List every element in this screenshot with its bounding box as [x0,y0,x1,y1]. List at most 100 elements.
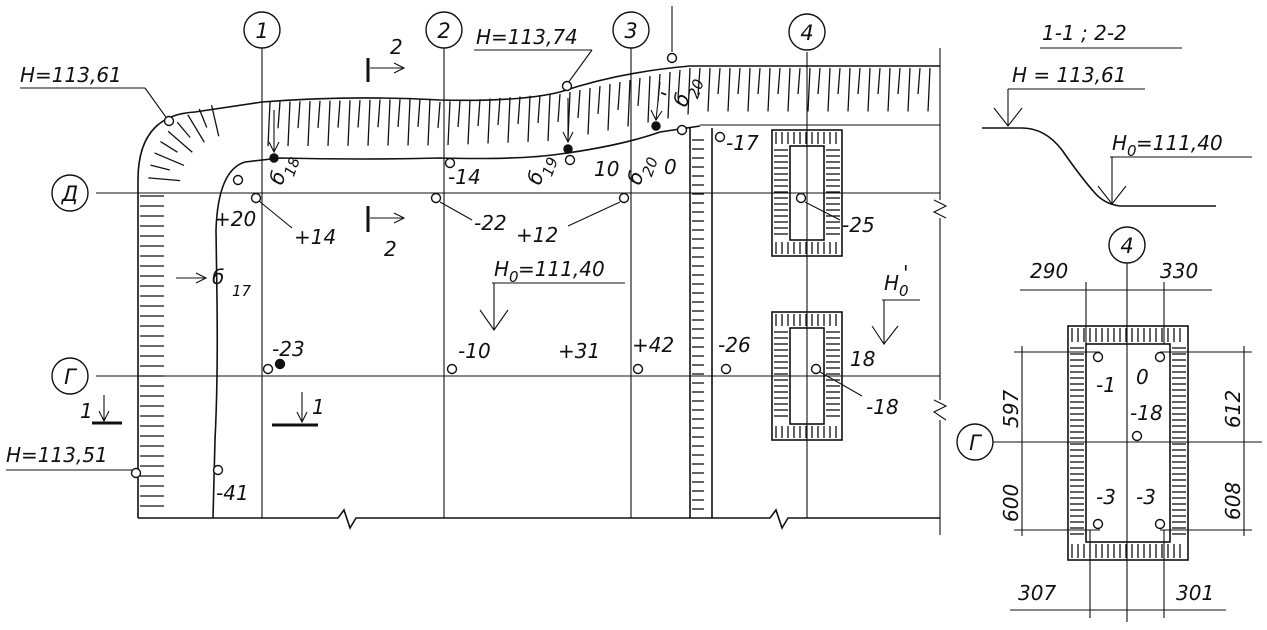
detail-axis-label-4: 4 [1120,234,1133,258]
point-d18 [269,153,279,163]
slope-hatch-line [497,97,501,126]
point-0 [676,124,688,136]
slope-hatch-line [317,100,321,128]
point-minus41 [212,464,224,476]
slope-hatch-line [717,67,721,95]
leader-plus14 [258,200,293,229]
thickness-d18-sub: 18 [280,155,303,179]
slope-hatch-line [847,67,851,112]
point-h-top-left [163,115,175,127]
axis-label-1: 1 [255,19,268,43]
section-h0-value: =111,40 [1136,131,1223,155]
deviation-0: 0 [664,155,677,179]
section-h0-h: H [1112,131,1127,155]
slope-hatch-line [337,100,341,128]
point-d20b [651,121,661,131]
thickness-d19-sub: 19 [538,155,561,179]
slope-hatch-line [747,67,751,112]
deviation-minus22: -22 [474,211,507,235]
point-10 [564,154,576,166]
section-1-right-label: 1 [312,395,325,419]
leader-minus18 [819,371,863,397]
leader-h-top-left [144,87,169,121]
thickness-d17-sub: 17 [232,282,252,300]
elevation-h-top-left: H=113,61 [20,63,122,87]
detail-dim-612: 612 [1221,390,1245,428]
detail-dev-minus18: -18 [1130,401,1163,425]
slope-hatch-line [367,99,371,146]
point-d19 [563,144,573,154]
axis-bubbles: 1 2 3 4 Д Г [51,11,826,395]
pit-lower-hatch [774,314,840,438]
axis-bubble-d [51,174,89,212]
slope-hatch-line [797,67,801,95]
slope-hatch-line [757,67,761,95]
trench-between-3-4 [689,128,713,518]
deviation-minus17: -17 [726,131,759,155]
deviation-minus14: -14 [448,165,481,189]
point-plus14 [250,192,262,204]
detail-point-bottom-left [1092,518,1104,530]
elevation-callouts: H=113,61 H=113,74 H=113,51 H 0 =111,40 H… [6,25,920,479]
slope-hatch-line [377,99,381,128]
arrow-h0-right [871,300,899,345]
slope-hatch-line [547,94,551,142]
thickness-markers: б 18 б 19 б 20 б ' 20 б 17 [176,6,708,300]
slope-hatch-line [667,71,671,119]
slope-hatch-line [357,99,361,128]
detail-point-bottom-right [1154,518,1166,530]
slope-hatch-line [437,101,441,129]
elevation-h0-right-h: H [884,271,899,295]
slope-hatch-line [387,99,391,146]
section-2-top-label: 2 [390,35,403,59]
slope-hatch-line [777,67,781,95]
detail-point-top-left [1092,351,1104,363]
slope-hatch-line [917,67,921,95]
slope-hatch-line [637,77,641,106]
pit-detail: 4 Г 290 330 307 301 597 600 [956,226,1262,622]
slope-hatch-line [707,67,711,112]
slope-hatch-line [577,89,581,118]
slope-hatch-line [727,67,731,112]
slope-hatch-line [817,67,821,95]
point-18 [810,363,822,375]
slope-hatch-line [176,121,191,138]
point-d20b-top [666,52,678,64]
slope-hatch-top [148,67,931,182]
axis-label-g: Г [64,365,78,389]
axis-bubble-3 [612,11,650,49]
detail-pit-outer [1067,325,1189,561]
slope-hatch-line [287,101,291,147]
section-1-right-arrow [296,392,308,424]
slope-hatch-line [897,67,901,95]
arrow-d17 [176,272,208,284]
slope-hatch-line [148,177,181,182]
leader-h-top-mid [567,49,593,84]
trench-hatch [692,139,704,510]
axis-label-d: Д [61,182,78,206]
slope-hatch-line [557,93,561,122]
bottom-edge [138,508,940,530]
slope-hatch-line [487,98,491,144]
section-profile [982,127,1216,207]
detail-dim-608: 608 [1221,482,1245,520]
slope-hatch-line [537,94,541,123]
deviation-10: 10 [594,157,619,181]
deviation-plus31: +31 [558,339,600,363]
detail-point-center [1131,430,1143,442]
slope-hatch-line [527,95,531,142]
section-h0-arrow [1097,157,1127,205]
detail-dev-minus3-left: -3 [1096,485,1116,509]
section-marks: 2 2 1 1 [80,35,406,427]
arrow-h0-mid [479,283,509,331]
slope-hatch-line [307,101,311,147]
section-2-top-arrow [370,62,406,74]
deviation-minus41: -41 [216,481,249,505]
thickness-d20b-sub: 20 [684,77,707,101]
detail-dim-307: 307 [1018,581,1056,605]
detail-dev-minus1: -1 [1096,373,1116,397]
axis-bubble-4 [788,13,826,51]
deviation-plus14: +14 [294,225,336,249]
pit-upper-outer [771,129,843,257]
detail-dim-301: 301 [1176,581,1214,605]
